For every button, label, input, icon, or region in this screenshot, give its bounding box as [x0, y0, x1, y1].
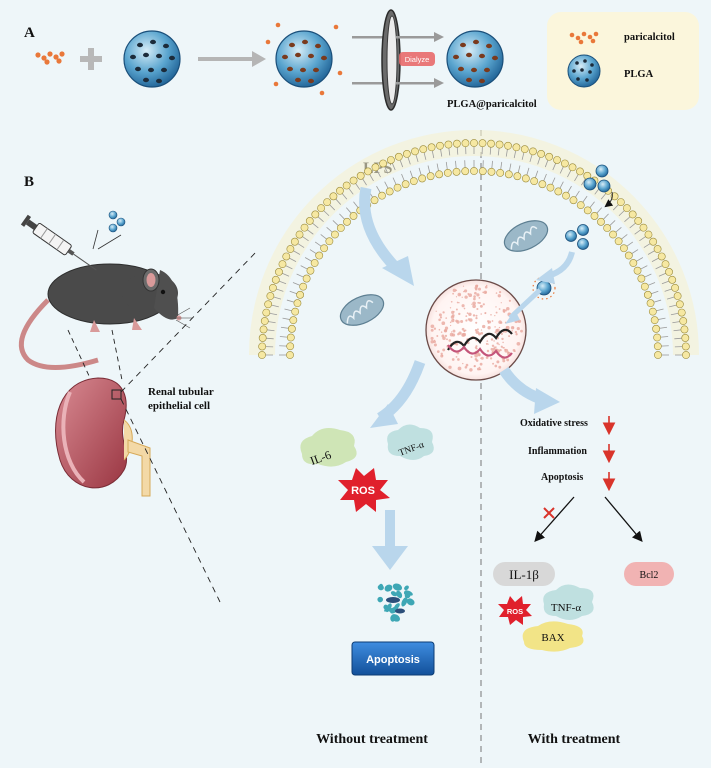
- zoom-line: [67, 329, 91, 379]
- nanoparticle-entry-arrow: [536, 251, 575, 284]
- bcl2-protein: Bcl2: [624, 562, 674, 586]
- without-treatment-caption: Without treatment: [316, 732, 428, 747]
- panel-a-label: A: [24, 25, 35, 41]
- apoptosis-badge-label: Apoptosis: [366, 654, 420, 666]
- bax-protein: BAX: [522, 621, 584, 652]
- kidney-illustration: [55, 377, 151, 497]
- effect-inflammation: Inflammation: [528, 446, 587, 457]
- mixing-arrow: [198, 51, 266, 67]
- apoptosis-arrow: [372, 510, 408, 570]
- tnf-cytokine: TNF-α: [387, 424, 434, 460]
- apoptotic-cell-icon: [372, 579, 415, 622]
- down-left-arrow: [370, 360, 426, 428]
- loaded-nanoparticle-icon: [265, 22, 343, 96]
- ros-small-label: ROS: [507, 607, 523, 616]
- effect-oxidative-stress: Oxidative stress: [520, 418, 588, 429]
- legend-plga-label: PLGA: [624, 69, 654, 80]
- nucleus: [425, 279, 542, 381]
- effect-apoptosis: Apoptosis: [541, 472, 583, 483]
- inhibited-arrow: [534, 496, 575, 542]
- dialyze-label: Dialyze: [405, 55, 430, 64]
- with-treatment-caption: With treatment: [528, 732, 621, 747]
- paricalcitol-drug-icon: [35, 51, 65, 65]
- cell-label-line-1: Renal tubular: [148, 386, 214, 398]
- syringe-icon: [20, 214, 97, 271]
- legend-box: paricalcitol PLGA: [547, 12, 699, 110]
- dna-strand-2: [447, 344, 513, 359]
- plga-paricalcitol-label: PLGA@paricalcitol: [447, 99, 537, 110]
- legend-paricalcitol-label: paricalcitol: [624, 32, 675, 43]
- legend-plga-icon: [567, 54, 601, 88]
- il1b-cytokine: IL-1β: [493, 562, 555, 586]
- inhibit-cross-icon: [543, 507, 555, 519]
- bcl2-label: Bcl2: [640, 570, 659, 581]
- mouse-illustration: [18, 210, 192, 370]
- il6-cytokine: IL-6: [300, 428, 357, 468]
- dna-strand-1: [447, 328, 513, 351]
- mitochondrion-icon: [339, 294, 385, 326]
- promoted-arrow: [604, 496, 643, 542]
- dialysis-membrane-icon: Dialyze: [352, 9, 444, 111]
- plga-nanoparticle-icon: [123, 30, 181, 88]
- plga-paricalcitol-nanoparticle-icon: [446, 30, 504, 88]
- il1b-label: IL-1β: [509, 567, 539, 582]
- il6-label: IL-6: [308, 448, 333, 468]
- zoom-line: [120, 398, 221, 603]
- mitochondrion-icon: [503, 220, 549, 252]
- zoom-line: [111, 329, 123, 381]
- apoptosis-badge: Apoptosis: [351, 641, 435, 676]
- ros-burst-small: ROS: [498, 596, 532, 625]
- ros-label: ROS: [351, 485, 375, 497]
- tnf-right-label: TNF-α: [551, 602, 581, 614]
- legend-paricalcitol-icon: [569, 31, 599, 45]
- bax-label: BAX: [541, 632, 564, 644]
- panel-b-label: B: [24, 174, 34, 190]
- down-right-arrow: [499, 366, 560, 414]
- cell-label-line-2: epithelial cell: [148, 400, 210, 412]
- lps-entry-arrow: [359, 186, 414, 286]
- plus-icon: [80, 48, 102, 70]
- ros-burst: ROS: [338, 468, 390, 512]
- tnf-cytokine-right: TNF-α: [543, 584, 594, 620]
